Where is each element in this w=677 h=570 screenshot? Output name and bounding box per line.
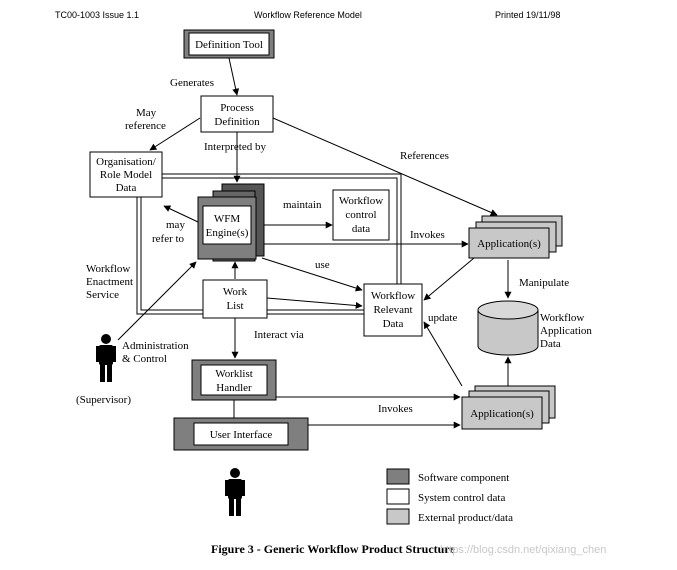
arrow-may-reference bbox=[149, 117, 201, 151]
work-list-line1: Work bbox=[223, 286, 248, 298]
org-role-model-line2: Role Model bbox=[100, 169, 152, 181]
workflow-control-data-line1: Workflow bbox=[339, 195, 383, 207]
application-top-box bbox=[468, 227, 550, 259]
workflow-application-data-line1: Workflow bbox=[540, 312, 584, 324]
label-admin-control-2: & Control bbox=[122, 353, 167, 365]
legend-label-system: System control data bbox=[418, 492, 505, 504]
arrow-use bbox=[261, 257, 363, 292]
workflow-relevant-data-line3: Data bbox=[383, 318, 404, 330]
wfm-engine-inner bbox=[202, 205, 252, 245]
label-references: References bbox=[400, 150, 449, 162]
label-update: update bbox=[428, 312, 457, 324]
application-bottom-box bbox=[461, 396, 543, 430]
org-role-model-line3: Data bbox=[116, 182, 137, 194]
arrow-may-refer-to bbox=[163, 205, 199, 223]
label-use: use bbox=[315, 259, 330, 271]
label-maintain: maintain bbox=[283, 199, 322, 211]
workflow-relevant-data-line2: Relevant bbox=[373, 304, 412, 316]
user-interface-inner bbox=[193, 422, 289, 446]
wfm-engine-line2: Engine(s) bbox=[206, 227, 249, 239]
label-may-refer-to-2: refer to bbox=[152, 233, 185, 245]
label-may-reference-2: reference bbox=[125, 120, 166, 132]
application-bottom-label: Application(s) bbox=[470, 408, 534, 420]
legend-label-software: Software component bbox=[418, 472, 509, 484]
user-person-icon bbox=[225, 468, 245, 516]
legend-swatch-software bbox=[386, 468, 410, 485]
label-invokes-top: Invokes bbox=[410, 229, 445, 241]
label-supervisor: (Supervisor) bbox=[76, 394, 131, 406]
wfm-engine-line1: WFM bbox=[214, 213, 241, 225]
label-admin-control-1: Administration bbox=[122, 340, 189, 352]
definition-tool-label: Definition Tool bbox=[195, 39, 263, 51]
work-list-line2: List bbox=[226, 300, 243, 312]
process-definition-line1: Process bbox=[220, 102, 254, 114]
workflow-control-data-line2: control bbox=[345, 209, 376, 221]
label-invokes-bottom: Invokes bbox=[378, 403, 413, 415]
legend-label-external: External product/data bbox=[418, 512, 513, 524]
header-printed-date: Printed 19/11/98 bbox=[495, 10, 560, 20]
org-role-model-box bbox=[89, 151, 163, 198]
label-enactment-service-1: Workflow bbox=[86, 263, 130, 275]
process-definition-box bbox=[200, 95, 274, 133]
label-interpreted-by: Interpreted by bbox=[204, 141, 266, 153]
worklist-handler-line2: Handler bbox=[216, 382, 252, 394]
label-may-refer-to-1: may bbox=[166, 219, 185, 231]
arrow-generates bbox=[228, 57, 240, 96]
worklist-handler-inner bbox=[200, 364, 268, 396]
arrow-app-to-relevant bbox=[423, 257, 475, 301]
workflow-application-data-line2: Application bbox=[540, 325, 592, 337]
legend-swatch-external bbox=[386, 508, 410, 525]
arrow-admin-control bbox=[117, 261, 197, 341]
label-may-reference-1: May bbox=[136, 107, 157, 119]
workflow-control-data-box bbox=[332, 189, 390, 241]
label-enactment-service-3: Service bbox=[86, 289, 119, 301]
watermark-text: https://blog.csdn.net/qixiang_chen bbox=[440, 544, 606, 556]
legend: Software component System control data E… bbox=[386, 468, 513, 525]
figure-caption: Figure 3 - Generic Workflow Product Stru… bbox=[211, 542, 455, 556]
workflow-relevant-data-line1: Workflow bbox=[371, 290, 415, 302]
label-manipulate: Manipulate bbox=[519, 277, 569, 289]
app-data-cylinder-top bbox=[477, 300, 539, 320]
definition-tool-inner bbox=[188, 32, 270, 56]
label-interact-via: Interact via bbox=[254, 329, 304, 341]
arrow-update bbox=[423, 321, 463, 387]
legend-swatch-system bbox=[386, 488, 410, 505]
header-title: Workflow Reference Model bbox=[254, 10, 362, 20]
workflow-relevant-data-box bbox=[363, 283, 423, 337]
process-definition-line2: Definition bbox=[214, 116, 260, 128]
workflow-application-data-line3: Data bbox=[540, 338, 561, 350]
arrow-worklist-to-relevant bbox=[266, 297, 363, 309]
application-top-label: Application(s) bbox=[477, 238, 541, 250]
arrow-references bbox=[272, 117, 498, 216]
workflow-control-data-line3: data bbox=[352, 223, 370, 235]
label-generates: Generates bbox=[170, 77, 214, 89]
worklist-handler-line1: Worklist bbox=[215, 368, 253, 380]
supervisor-person-icon bbox=[96, 334, 116, 382]
app-data-cylinder-body bbox=[477, 310, 539, 356]
header-doc-id: TC00-1003 Issue 1.1 bbox=[55, 10, 139, 20]
label-enactment-service-2: Enactment bbox=[86, 276, 133, 288]
org-role-model-line1: Organisation/ bbox=[96, 156, 157, 168]
user-interface-label: User Interface bbox=[210, 429, 273, 441]
